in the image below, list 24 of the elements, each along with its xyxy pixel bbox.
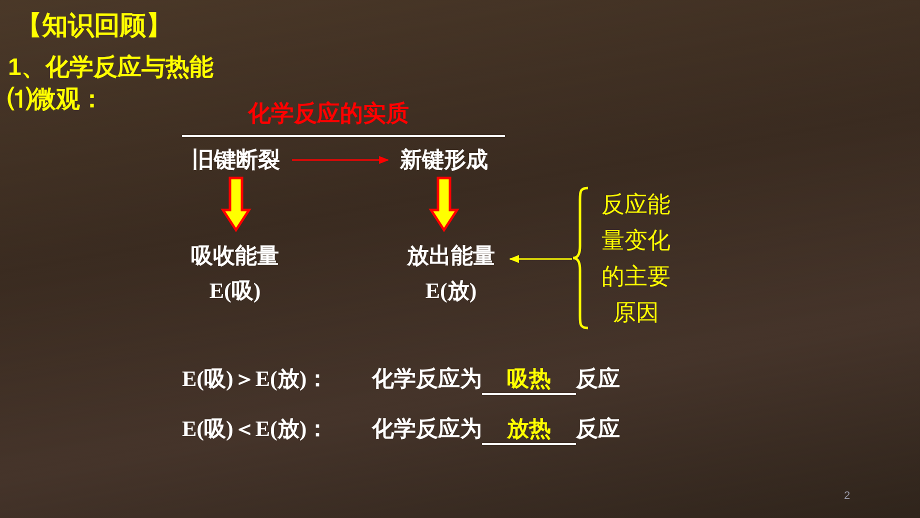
sentence-text: 化学反应为 xyxy=(372,365,482,393)
cause-text: 反应能量变化的主要原因 xyxy=(600,190,672,327)
energy-symbol: E(放) xyxy=(425,277,477,305)
slide-title: 【知识回顾】 xyxy=(16,9,172,42)
sentence-text: 化学反应为 xyxy=(372,415,482,443)
comparison-text: E(吸)＞E(放)： xyxy=(182,365,330,393)
arrow xyxy=(509,255,572,263)
comparison-text: E(吸)＜E(放)： xyxy=(182,415,330,443)
answer-box: 吸热 xyxy=(482,365,576,395)
page-number: 2 xyxy=(844,489,850,504)
energy-text: 放出能量 xyxy=(407,242,495,270)
energy-text: 吸收能量 xyxy=(191,242,279,270)
bond-text: 旧键断裂 xyxy=(180,144,292,176)
arrow xyxy=(292,156,389,164)
sentence-text: 反应 xyxy=(576,415,620,443)
block-arrow xyxy=(428,176,460,232)
energy-symbol: E(吸) xyxy=(209,277,261,305)
essence-heading: 化学反应的实质 xyxy=(248,99,409,128)
section-heading: 1、化学反应与热能 xyxy=(8,53,214,83)
subsection-heading: ⑴微观： xyxy=(8,85,104,115)
sentence-text: 反应 xyxy=(576,365,620,393)
answer-box: 放热 xyxy=(482,415,576,445)
block-arrow xyxy=(220,176,252,232)
bond-text: 新键形成 xyxy=(388,144,500,176)
